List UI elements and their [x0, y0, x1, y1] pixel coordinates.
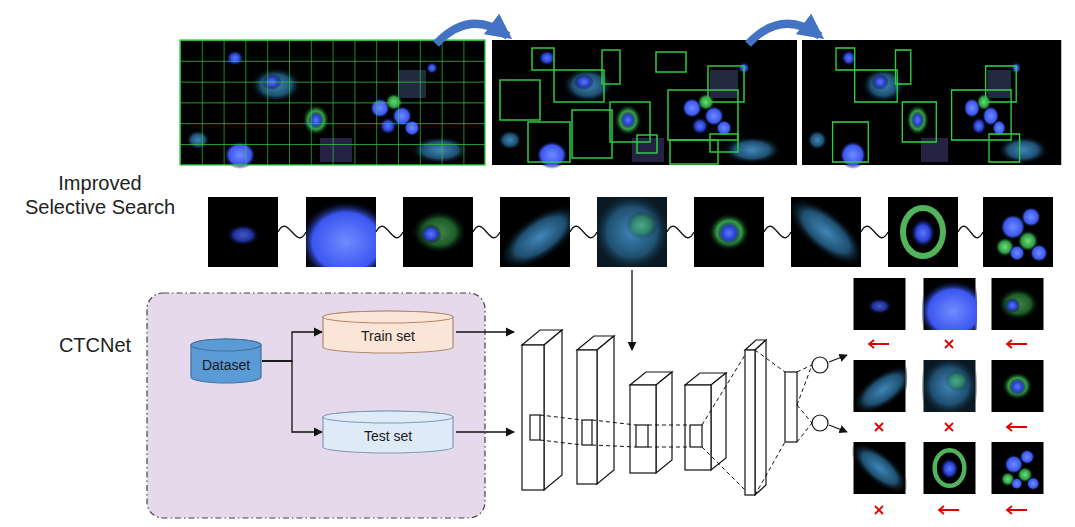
node-label: Train set: [361, 320, 415, 344]
node-label: Test set: [364, 420, 412, 444]
flow-arrow: [262, 332, 322, 361]
node-label: Dataset: [202, 349, 250, 373]
flow-arrow: [262, 361, 322, 432]
dataset-cylinder: Dataset: [190, 338, 262, 384]
stage-label: CTCNet: [30, 333, 160, 357]
test-set-cylinder: Test set: [322, 410, 454, 454]
train-set-cylinder: Train set: [322, 310, 454, 354]
stage-label: Improved Selective Search: [20, 171, 180, 219]
